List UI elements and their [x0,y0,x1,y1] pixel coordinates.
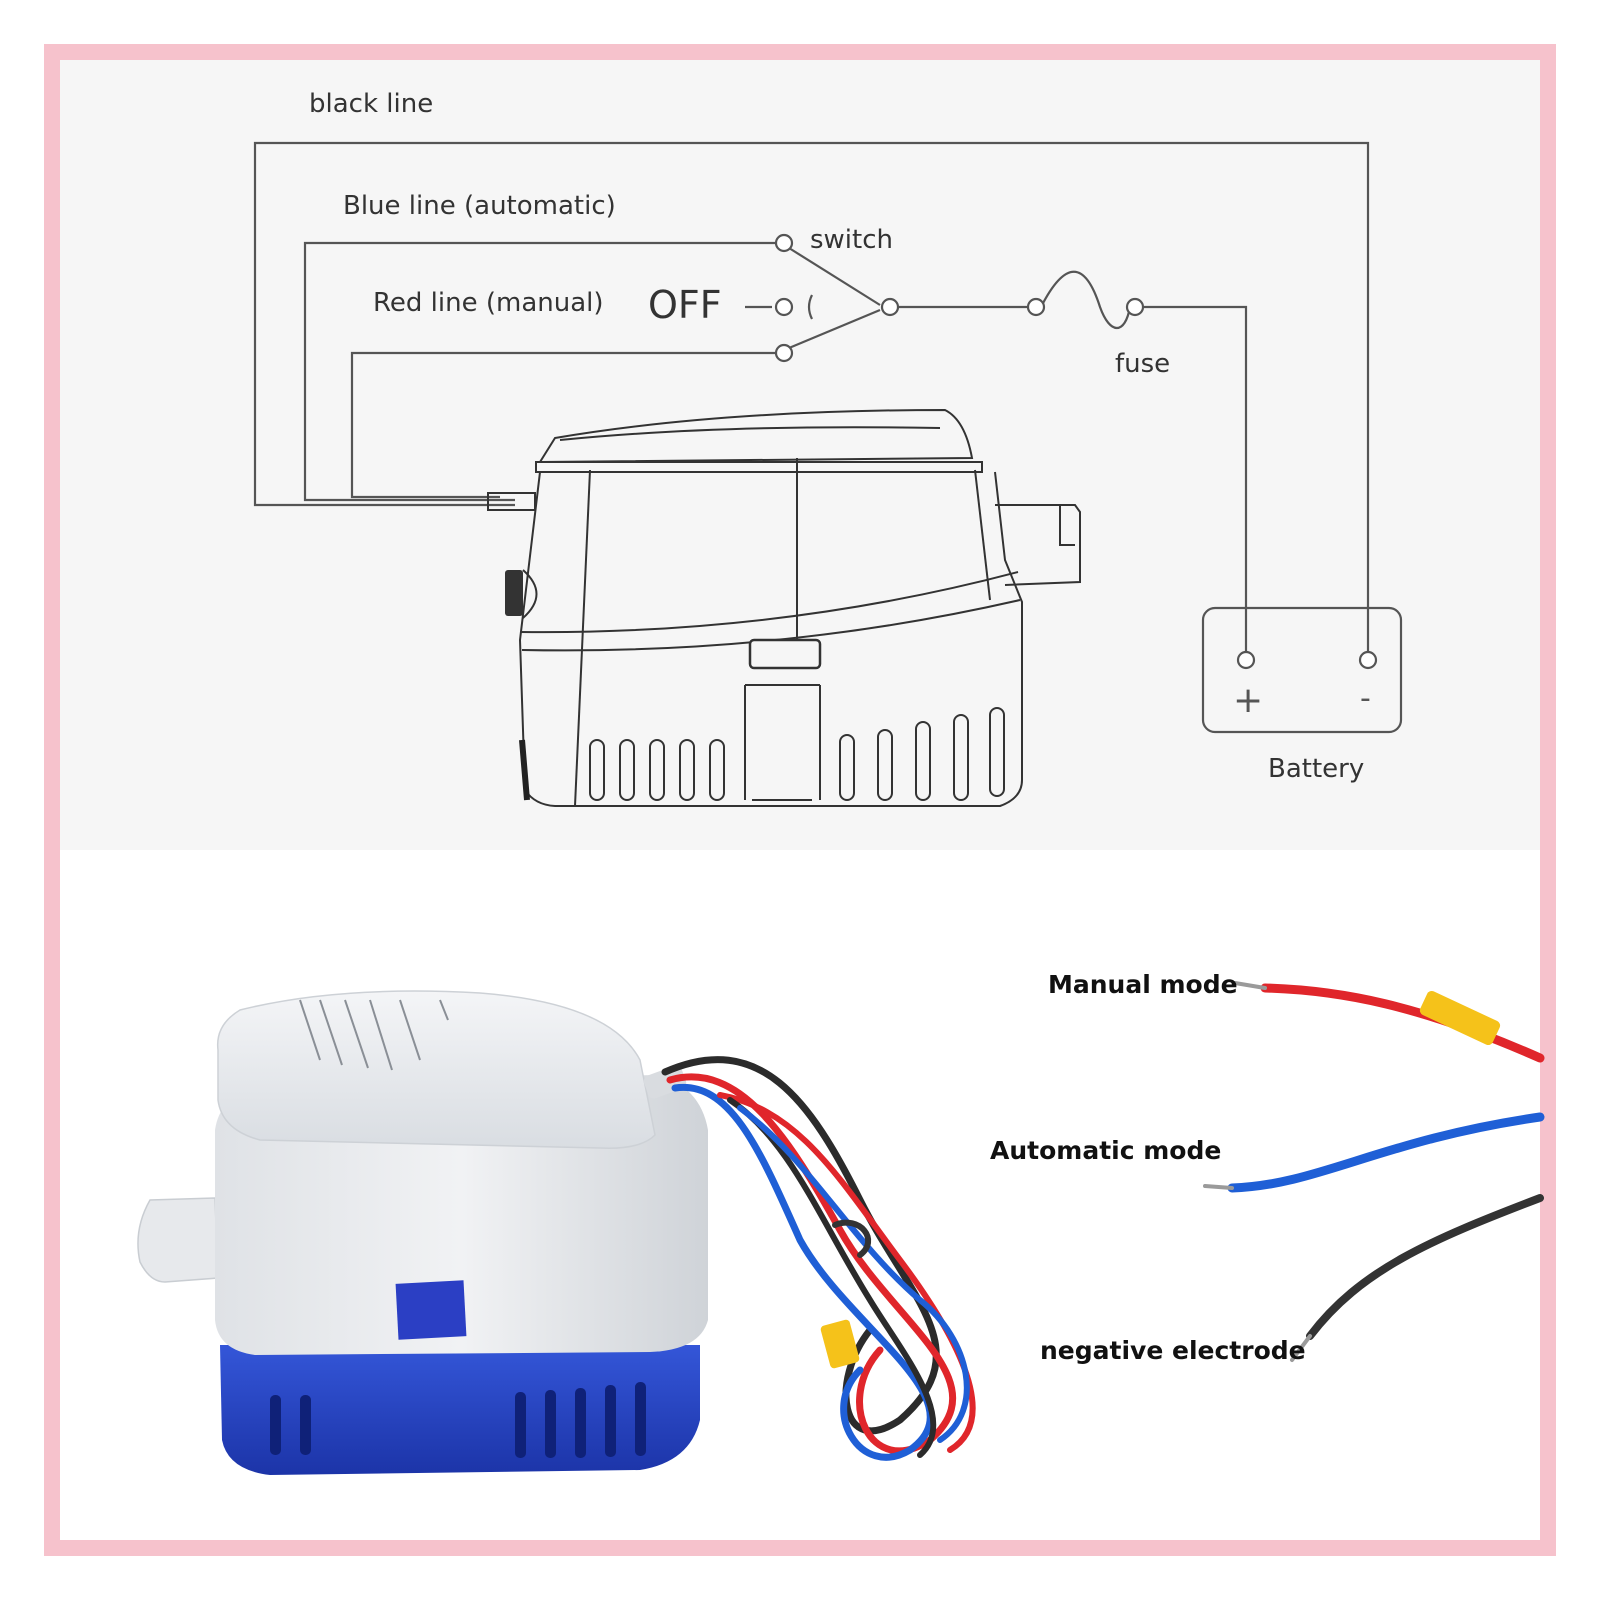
label-blue-line: Blue line (automatic) [343,191,616,221]
pump-drawing-cap-groove [559,426,941,441]
label-negative-electrode: negative electrode [1040,1336,1306,1365]
pump-outlet-pipe [137,1197,219,1283]
pump-drawing-vent [649,739,665,801]
switch-blade-upper [788,247,881,306]
bundle-wire-red-2 [717,1092,976,1453]
pump-drawing-waist [519,571,1019,634]
pump-cap-print [299,999,449,1071]
fuse-element [1040,270,1132,329]
frame-border [44,44,1556,1556]
pump-photo [137,990,708,1475]
label-automatic-mode: Automatic mode [990,1136,1221,1165]
pump-drawing-vent [619,739,635,801]
pump-drawing-cap-rim [535,461,983,473]
manual-wire-tip [1233,981,1267,990]
pump-drawing-seam-right [974,469,991,601]
switch-terminal-common [880,297,900,317]
automatic-wire [1227,1112,1545,1193]
label-black-line: black line [309,89,433,119]
pump-drawing-tab [748,638,822,670]
pump-drawing-outlet-lip [1059,505,1075,546]
pump-drawing-vent [839,734,855,801]
bundle-wire-black-2 [727,1097,937,1458]
pump-cap-print-line [344,999,369,1069]
pump-cap-print-line [369,999,393,1071]
pump-base-vent [270,1395,281,1455]
pump-drawing-outlet [995,504,1081,586]
pump-base-vent [635,1382,646,1456]
label-off: OFF [648,283,722,327]
bundle-tie [832,1219,872,1258]
diagram-panel [60,60,1540,850]
off-contact-arc [807,294,813,320]
manual-wire [1260,983,1545,1063]
pump-drawing-channel [744,684,821,801]
label-battery-minus: - [1360,681,1371,716]
wire-ends [1203,981,1545,1362]
battery-box [1201,606,1403,734]
negative-wire [1306,1194,1544,1340]
pump-base-vents [270,1382,646,1458]
label-manual-mode: Manual mode [1048,970,1238,999]
pump-drawing-knob-base [522,569,538,619]
automatic-wire-tip [1203,1184,1234,1190]
pump-base-vent [605,1385,616,1457]
pump-base-vent [300,1395,311,1455]
pump-base-vent [545,1390,556,1458]
pump-cap-print-line [439,999,449,1021]
switch-terminal-red [774,343,794,363]
switch-terminal-off [774,297,794,317]
pump-cap-print-line [399,999,421,1061]
bundle-wire-blue-2 [737,1105,970,1443]
fuse-terminal-right [1125,297,1145,317]
pump-cap [216,990,656,1149]
pump-blue-label [395,1280,467,1340]
pump-drawing-knob [505,570,523,616]
pump-drawing-vent [915,721,931,801]
pump-drawing-vent [877,729,893,801]
fuse-terminal-left [1026,297,1046,317]
pump-line-drawing [487,408,1081,807]
pump-drawing-seam-left [574,469,591,807]
pump-drawing-vent [589,739,605,801]
wire-bundle [661,1056,976,1461]
label-switch: switch [810,225,893,255]
pump-cap-print-line [299,999,321,1061]
bundle-wire-red [666,1073,957,1455]
pump-drawing-vent [953,714,969,801]
wiring-diagram [253,141,1403,734]
fuse-to-battery-wire [1140,305,1248,652]
pump-drawing-vent [679,739,695,801]
pump-drawing-cable-entry [487,492,536,511]
switch-terminal-blue [774,233,794,253]
bundle-wire-blue [671,1083,934,1461]
black-wire [253,141,1370,652]
red-wire [350,351,779,499]
label-battery-plus: + [1233,680,1263,721]
label-battery: Battery [1268,754,1364,784]
pump-base [220,1345,700,1475]
negative-wire-tip [1290,1334,1312,1362]
pump-drawing-cap [538,408,974,464]
pump-drawing-vents-left [589,739,725,801]
label-fuse: fuse [1115,349,1170,379]
pump-drawing-vent [989,707,1005,797]
manual-wire-connector [1419,990,1501,1046]
pump-cap-print-line [319,999,343,1066]
battery-negative-terminal [1358,650,1378,670]
switch-blade-lower [788,308,881,350]
pump-drawing-vents-right [839,707,1005,801]
bundle-connector [820,1319,860,1369]
pump-drawing-left-edge [519,739,530,801]
battery-positive-terminal [1236,650,1256,670]
pump-base-vent [575,1388,586,1458]
blue-wire [303,241,779,502]
pump-base-vent [515,1392,526,1458]
label-red-line: Red line (manual) [373,288,604,318]
pump-drawing-vent [709,739,725,801]
